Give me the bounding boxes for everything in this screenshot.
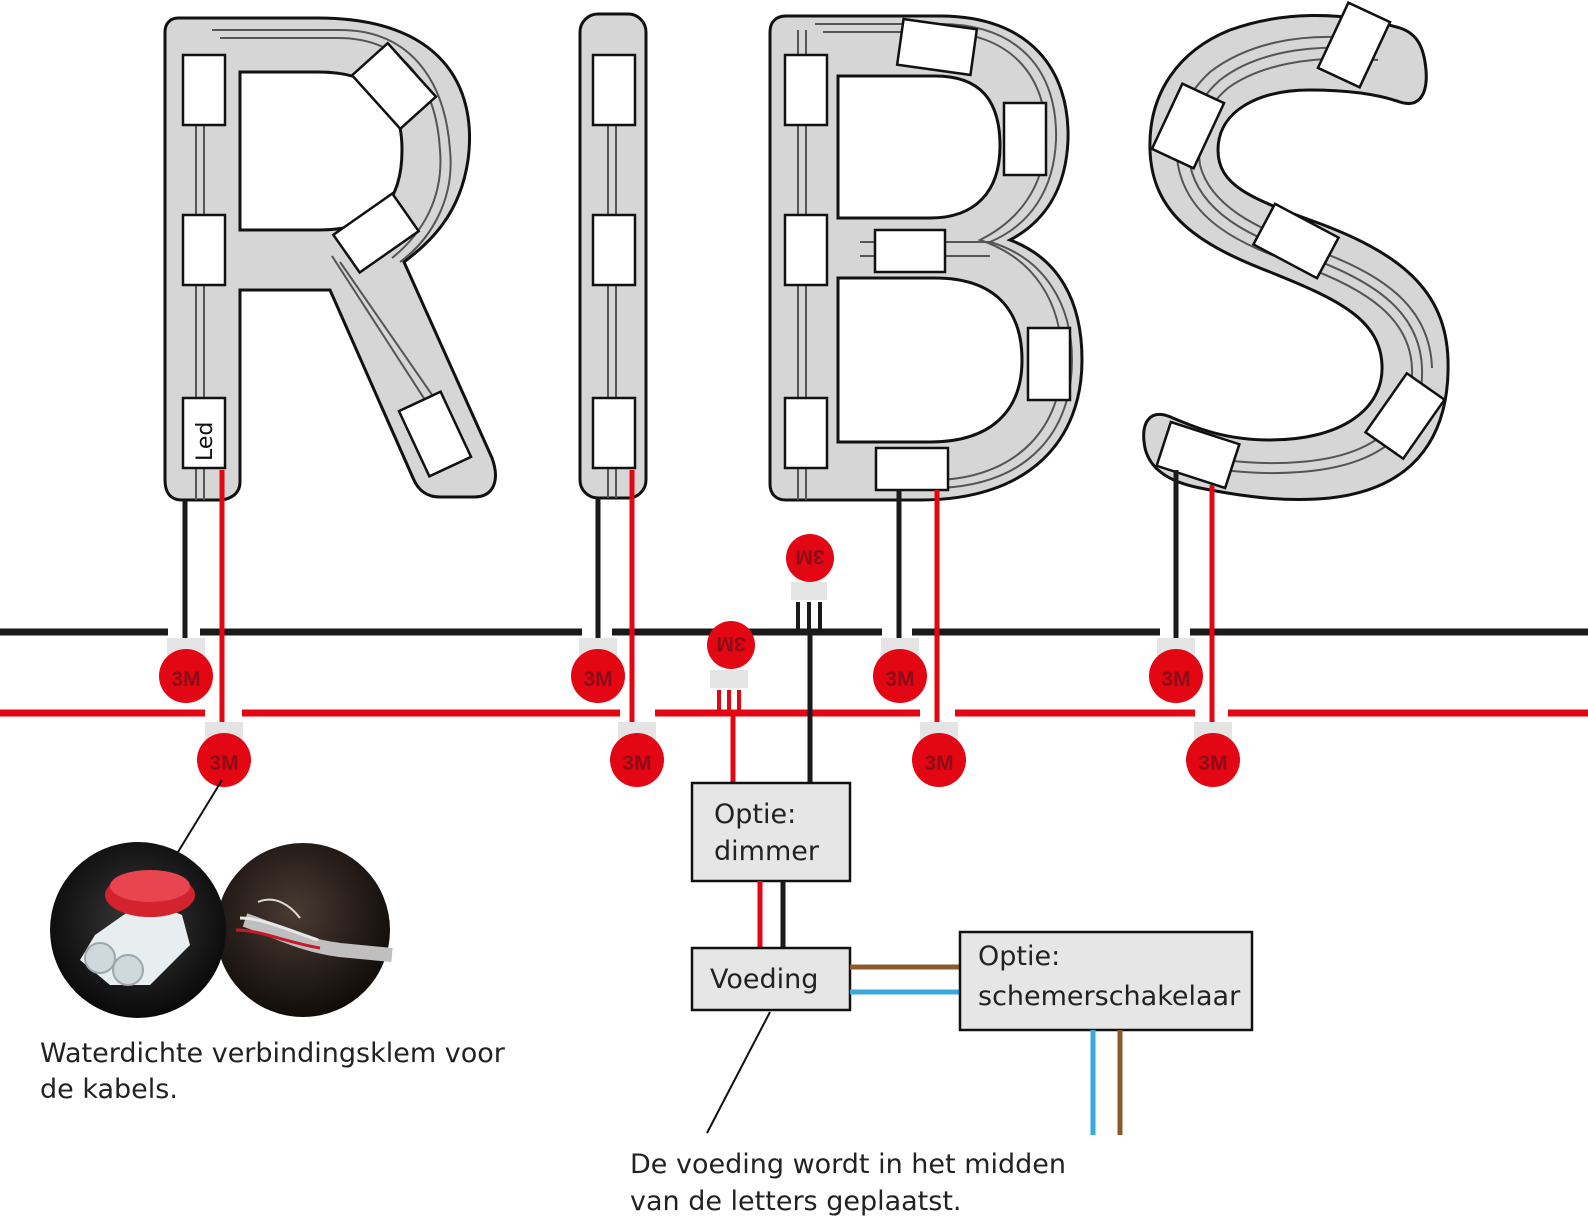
led-module <box>895 17 979 77</box>
letter-b-upper-counter <box>836 74 1002 220</box>
led-module <box>331 191 421 275</box>
svg-text:3M: 3M <box>1161 668 1190 691</box>
3m-connector-icon: 3M <box>873 638 927 703</box>
letter-drop-wires <box>182 470 1215 722</box>
led-module <box>1150 81 1226 171</box>
3m-connector-icon: 3M <box>912 722 966 787</box>
svg-text:Optie:: Optie: <box>978 941 1060 972</box>
svg-text:3M: 3M <box>622 752 651 775</box>
letter-b-led-modules <box>783 17 1072 492</box>
led-module <box>783 396 829 470</box>
led-module <box>181 396 227 470</box>
svg-text:3M: 3M <box>209 752 238 775</box>
led-module <box>783 213 829 287</box>
letter-r: Led <box>163 16 497 502</box>
led-module <box>873 228 947 274</box>
led-module <box>591 213 637 287</box>
led-module <box>874 446 950 492</box>
dimmer-box: Optie: dimmer <box>690 781 852 883</box>
power-callout-line <box>706 1011 771 1134</box>
letter-b-lower-counter <box>836 276 1024 444</box>
svg-text:3M: 3M <box>583 668 612 691</box>
letter-i <box>578 12 648 500</box>
led-module <box>783 53 829 127</box>
led-module <box>591 53 637 127</box>
3m-connector-icon: 3M <box>197 722 251 787</box>
led-module <box>1026 326 1072 402</box>
svg-text:3M: 3M <box>924 752 953 775</box>
svg-text:3M: 3M <box>885 668 914 691</box>
led-module <box>1316 0 1392 90</box>
letter-r-led-modules <box>181 41 473 479</box>
connector-caption-line2: de kabels. <box>40 1074 178 1105</box>
waterproof-connector-photo <box>50 842 393 1018</box>
3m-connector-icon: 3M <box>571 638 625 703</box>
connector-callout-line <box>177 779 223 853</box>
3m-connector-icon: 3M <box>159 638 213 703</box>
svg-text:3M: 3M <box>716 632 745 655</box>
letter-i-led-modules <box>591 53 637 470</box>
power-supply-box: Voeding <box>690 946 852 1012</box>
svg-text:3M: 3M <box>795 545 824 568</box>
led-module <box>181 213 227 287</box>
svg-text:dimmer: dimmer <box>714 836 820 867</box>
led-module <box>1002 101 1048 177</box>
led-module <box>181 53 227 127</box>
letter-b <box>768 14 1084 502</box>
twilight-switch-box: Optie: schemerschakelaar <box>958 930 1254 1032</box>
led-label: Led <box>193 422 218 461</box>
svg-text:3M: 3M <box>171 668 200 691</box>
svg-text:schemerschakelaar: schemerschakelaar <box>978 981 1241 1012</box>
3m-connector-icon: 3M <box>1149 638 1203 703</box>
led-module <box>1251 202 1341 280</box>
led-module <box>591 396 637 470</box>
3m-connector-icon-feed-red: 3M <box>707 621 755 783</box>
connectors-3m: 3M 3M 3M 3M 3M 3M 3M 3M 3M <box>159 534 1240 787</box>
svg-text:Optie:: Optie: <box>714 799 796 830</box>
power-caption-line2: van de letters geplaatst. <box>630 1186 962 1217</box>
main-wires <box>0 628 1588 717</box>
led-module <box>350 41 438 131</box>
svg-text:3M: 3M <box>1198 752 1227 775</box>
led-module <box>1363 371 1447 461</box>
3m-connector-icon-feed-black: 3M <box>786 534 834 783</box>
3m-connector-icon: 3M <box>1186 722 1240 787</box>
led-module <box>397 389 473 479</box>
power-caption-line1: De voeding wordt in het midden <box>630 1149 1066 1180</box>
svg-text:Voeding: Voeding <box>710 964 818 995</box>
letter-s <box>1142 0 1450 502</box>
connector-caption-line1: Waterdichte verbindingsklem voor <box>40 1038 506 1069</box>
3m-connector-icon: 3M <box>610 722 664 787</box>
